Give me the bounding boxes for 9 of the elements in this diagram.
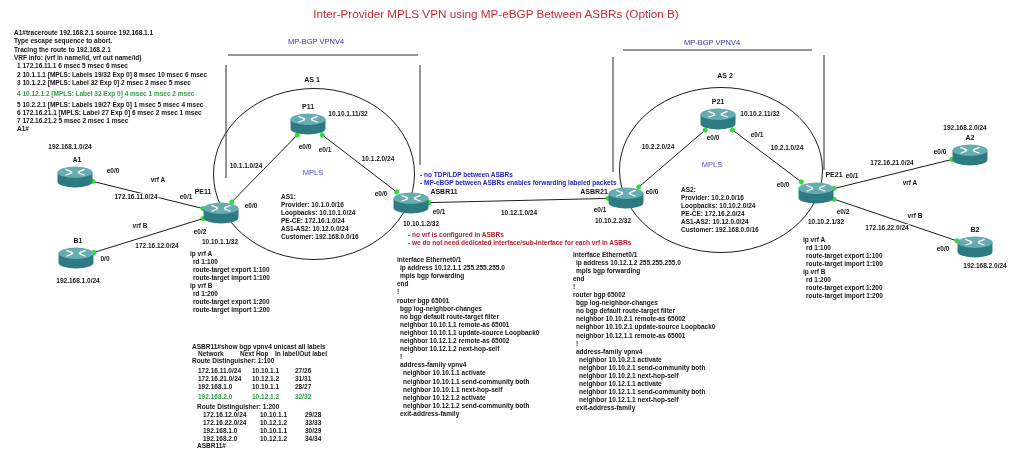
network-link — [831, 156, 955, 192]
network-link — [319, 132, 400, 195]
network-link — [636, 127, 708, 190]
network-link — [730, 127, 804, 185]
network-link — [229, 132, 300, 205]
network-link — [426, 195, 611, 206]
network-link — [91, 216, 206, 255]
network-link — [831, 196, 960, 244]
diagram-title: Inter-Provider MPLS VPN using MP-eBGP Between ASBRs (Option B) — [313, 7, 679, 21]
